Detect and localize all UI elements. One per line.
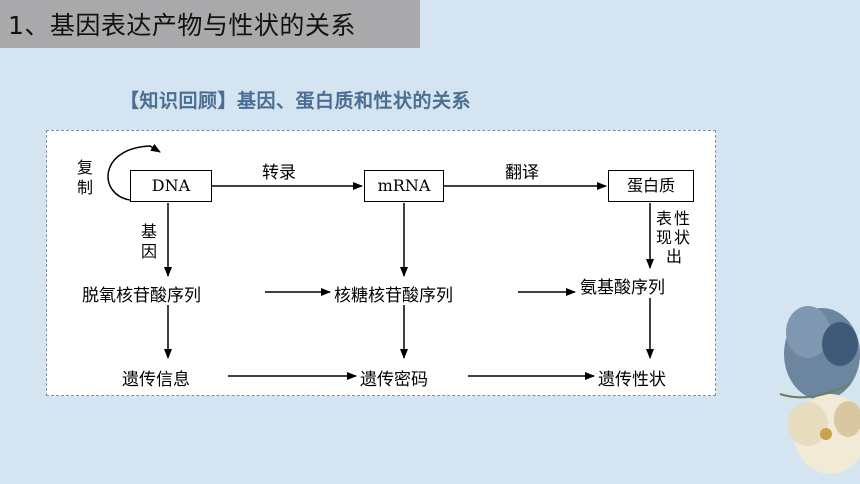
node-genetic-code: 遗传密码 (360, 370, 428, 390)
label-replication-2: 制 (76, 178, 93, 197)
page-title: 1、基因表达产物与性状的关系 (8, 11, 356, 40)
node-amino-sequence: 氨基酸序列 (580, 278, 665, 298)
label-translation: 翻译 (505, 163, 539, 183)
replication-loop-arrow (107, 143, 161, 201)
label-transcription: 转录 (262, 163, 296, 183)
node-deoxy-sequence: 脱氧核苷酸序列 (82, 286, 201, 306)
flower-decoration (779, 306, 860, 474)
title-bar (0, 0, 420, 48)
label-gene-1: 基 (140, 222, 157, 241)
node-genetic-info: 遗传信息 (122, 370, 190, 390)
node-ribo-sequence: 核糖核苷酸序列 (334, 286, 453, 306)
node-protein: 蛋白质 (608, 170, 694, 202)
label-express-1: 表性 (656, 209, 693, 228)
node-dna: DNA (130, 170, 212, 202)
label-replication-1: 复 (76, 158, 93, 177)
section-subtitle: 【知识回顾】基因、蛋白质和性状的关系 (120, 90, 472, 112)
label-express-3: 出 (666, 247, 683, 266)
node-mrna: mRNA (364, 170, 444, 202)
node-genetic-trait: 遗传性状 (598, 370, 666, 390)
label-gene-2: 因 (140, 242, 157, 261)
label-express-2: 现状 (656, 228, 693, 247)
